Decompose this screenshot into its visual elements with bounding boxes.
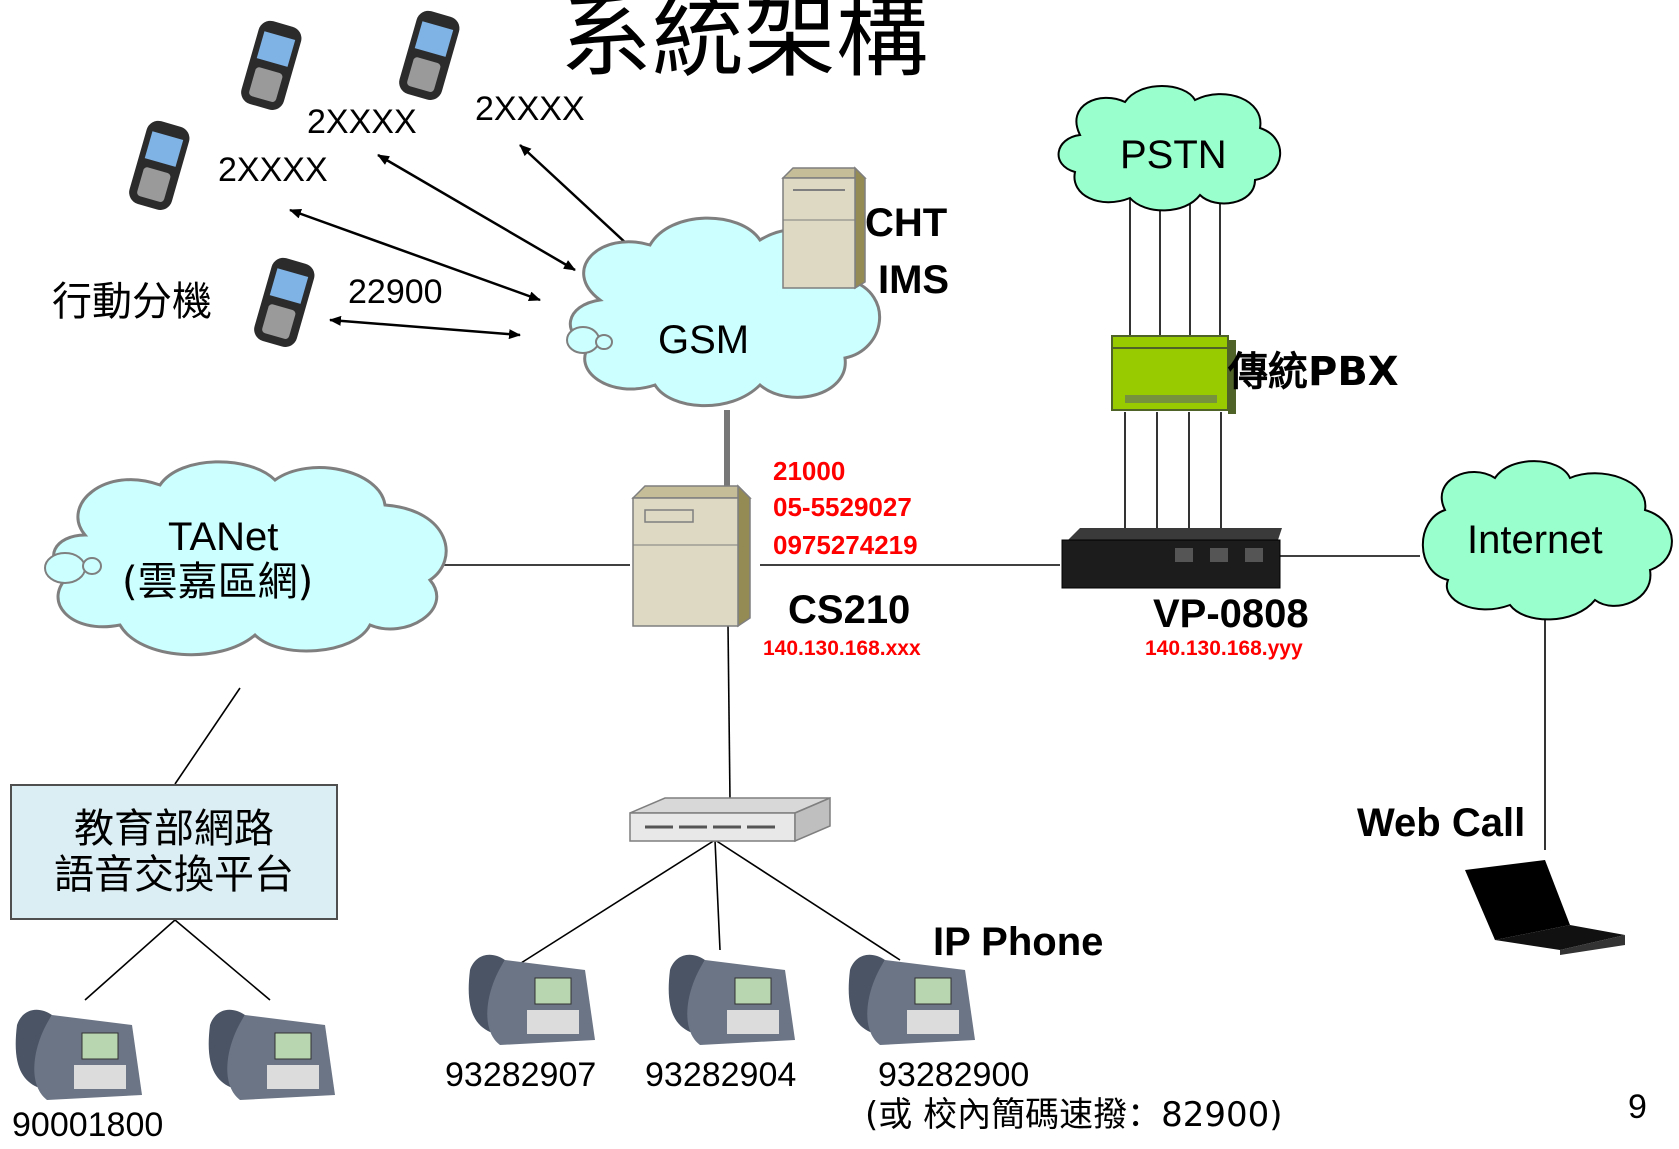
mobile-phone-icon — [399, 10, 460, 100]
cs210-number: 21000 — [773, 456, 846, 486]
ip-phone-label: IP Phone — [933, 920, 1104, 964]
network-switch-icon — [629, 796, 831, 843]
vp0808-label: VP-0808 — [1153, 592, 1309, 636]
internet-label: Internet — [1467, 518, 1603, 562]
ip-phone-icon — [848, 954, 975, 1045]
cht-label: CHT — [865, 201, 948, 245]
web-call-label: Web Call — [1357, 801, 1526, 845]
pstn-cloud — [1057, 85, 1281, 212]
mobile-number-label: 2XXXX — [475, 90, 585, 128]
ip-phone-icon — [668, 954, 795, 1045]
mobile-number-label: 2XXXX — [307, 103, 417, 141]
pbx-device-icon — [1111, 335, 1236, 414]
moe-box-line2: 語音交換平台 — [54, 852, 294, 898]
mobile-extension-label: 行動分機 — [52, 279, 212, 325]
cht-ims-server-icon — [781, 166, 867, 290]
tanet-sub-label: (雲嘉區網) — [122, 559, 314, 605]
vp0808-ip: 140.130.168.yyy — [1145, 637, 1303, 660]
cs210-number: 0975274219 — [773, 530, 918, 560]
pbx-label-text: 傳統PBX — [1228, 349, 1399, 395]
laptop-icon — [1465, 860, 1625, 955]
ip-phone-icon — [208, 1009, 335, 1100]
ip-phone-icon — [15, 1009, 143, 1100]
mobile-main-number: 22900 — [348, 273, 443, 311]
slide-title: 系統架構 — [560, 0, 929, 90]
tanet-cloud — [44, 460, 448, 657]
moe-phone-number: 90001800 — [12, 1106, 164, 1144]
moe-box-line1: 教育部網路 — [74, 806, 274, 852]
cs210-label: CS210 — [788, 588, 911, 632]
internet-cloud — [1421, 460, 1673, 621]
cs210-ip: 140.130.168.xxx — [763, 637, 921, 660]
mobile-number-label: 2XXXX — [218, 151, 328, 189]
mobile-phone-icon — [129, 120, 190, 210]
vp0808-device-icon — [1061, 528, 1282, 589]
connection-lines — [84, 195, 1546, 1001]
cs210-number: 05-5529027 — [773, 492, 912, 522]
ip-phone-speed-dial-note: (或 校內簡碼速撥：82900) — [865, 1095, 1283, 1135]
mobile-phone-icon — [254, 257, 315, 347]
ip-phone-number: 93282900 — [878, 1056, 1030, 1094]
moe-voice-platform-box: 教育部網路 語音交換平台 — [10, 784, 338, 920]
ims-label: IMS — [878, 258, 950, 302]
mobile-phone-icon — [241, 20, 302, 110]
page-number: 9 — [1628, 1088, 1647, 1126]
cs210-server-icon — [631, 484, 752, 628]
ip-phone-icon — [468, 954, 595, 1045]
tanet-label: TANet — [168, 515, 279, 559]
pbx-label: 傳統PBX — [1228, 352, 1399, 392]
pstn-label: PSTN — [1120, 133, 1227, 177]
ip-phone-number: 93282904 — [645, 1056, 797, 1094]
gsm-label: GSM — [658, 318, 750, 362]
ip-phone-number: 93282907 — [445, 1056, 597, 1094]
